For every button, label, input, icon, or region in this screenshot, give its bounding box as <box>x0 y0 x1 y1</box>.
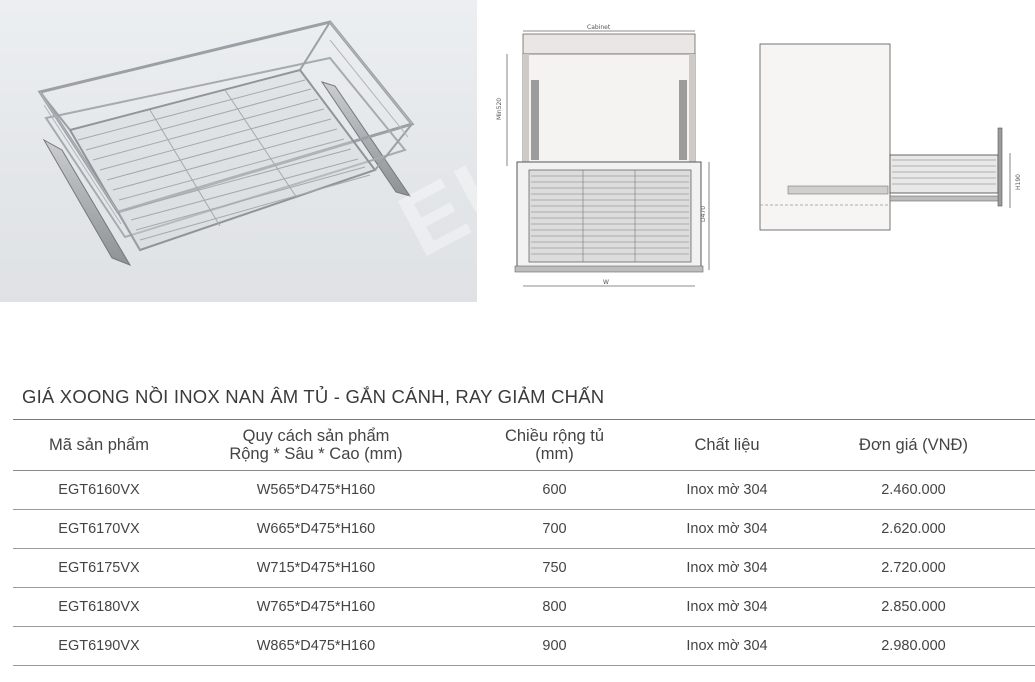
cell-price: 2.720.000 <box>792 548 1035 588</box>
table-header-row: Mã sản phẩm Quy cách sản phẩm Rộng * Sâu… <box>13 420 1035 471</box>
cell-cabinet-width: 800 <box>447 587 662 627</box>
cell-code: EGT6170VX <box>13 509 185 549</box>
cell-material: Inox mờ 304 <box>662 626 792 666</box>
cabinet-label: Cabinet <box>587 24 611 31</box>
cell-code: EGT6180VX <box>13 587 185 627</box>
cell-spec: W715*D475*H160 <box>185 548 447 588</box>
cell-code: EGT6160VX <box>13 470 185 510</box>
wire-basket-illustration <box>37 20 415 266</box>
depth-label: D470 <box>700 206 707 222</box>
cell-cabinet-width: 750 <box>447 548 662 588</box>
cell-code: EGT6190VX <box>13 626 185 666</box>
product-title: GIÁ XOONG NỒI INOX NAN ÂM TỦ - GẮN CÁNH,… <box>22 386 605 407</box>
cell-price: 2.850.000 <box>792 587 1035 627</box>
title-divider <box>13 419 1035 420</box>
cell-spec: W865*D475*H160 <box>185 626 447 666</box>
cell-material: Inox mờ 304 <box>662 587 792 627</box>
cell-spec: W765*D475*H160 <box>185 587 447 627</box>
left-rail <box>42 138 132 266</box>
table-row: EGT6175VX W715*D475*H160 750 Inox mờ 304… <box>13 548 1035 588</box>
table-row: EGT6190VX W865*D475*H160 900 Inox mờ 304… <box>13 626 1035 666</box>
cell-cabinet-width: 700 <box>447 509 662 549</box>
column-header-code: Mã sản phẩm <box>13 420 185 471</box>
height-label: H190 <box>1015 174 1022 190</box>
cell-price: 2.620.000 <box>792 509 1035 549</box>
cell-material: Inox mờ 304 <box>662 470 792 510</box>
cell-price: 2.460.000 <box>792 470 1035 510</box>
table-row: EGT6180VX W765*D475*H160 800 Inox mờ 304… <box>13 587 1035 627</box>
column-header-price: Đơn giá (VNĐ) <box>792 420 1035 471</box>
cell-spec: W565*D475*H160 <box>185 470 447 510</box>
cell-cabinet-width: 600 <box>447 470 662 510</box>
min-height-label: Min520 <box>496 98 503 120</box>
cell-price: 2.980.000 <box>792 626 1035 666</box>
cell-spec: W665*D475*H160 <box>185 509 447 549</box>
cell-code: EGT6175VX <box>13 548 185 588</box>
table-row: EGT6160VX W565*D475*H160 600 Inox mờ 304… <box>13 470 1035 510</box>
width-label: W <box>603 279 609 286</box>
price-table: Mã sản phẩm Quy cách sản phẩm Rộng * Sâu… <box>13 420 1035 666</box>
column-header-spec: Quy cách sản phẩm Rộng * Sâu * Cao (mm) <box>185 420 447 471</box>
cell-material: Inox mờ 304 <box>662 509 792 549</box>
column-header-material: Chất liệu <box>662 420 792 471</box>
cell-cabinet-width: 900 <box>447 626 662 666</box>
side-view-drawing: H190 <box>748 0 1035 302</box>
front-view-drawing: Cabinet Min520 D470 W <box>495 0 725 302</box>
cell-material: Inox mờ 304 <box>662 548 792 588</box>
column-header-cabinet-width: Chiều rộng tủ (mm) <box>447 420 662 471</box>
table-row: EGT6170VX W665*D475*H160 700 Inox mờ 304… <box>13 509 1035 549</box>
product-photo: EU <box>0 0 477 302</box>
